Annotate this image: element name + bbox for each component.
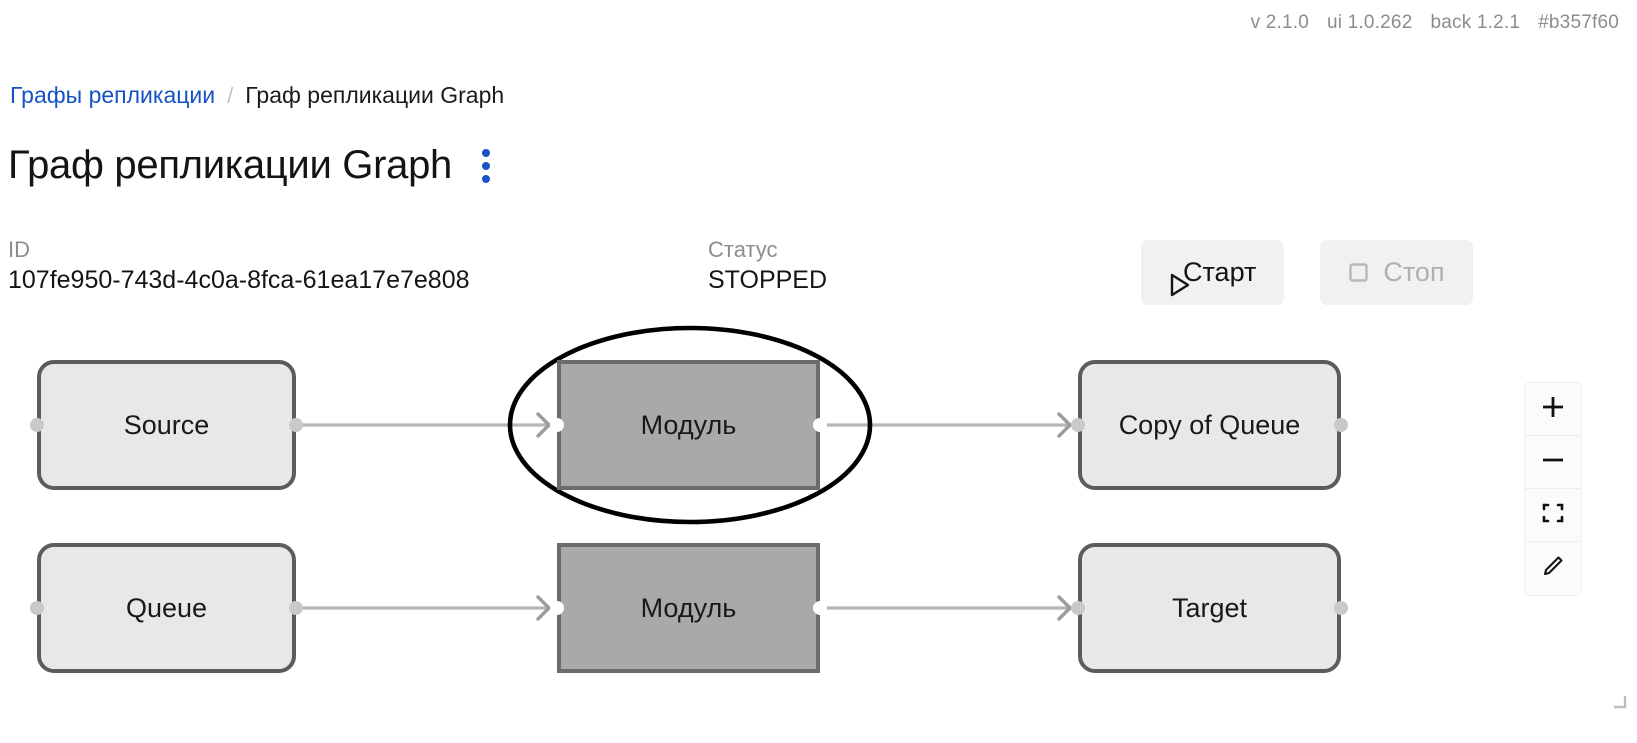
- node-handle-left[interactable]: [550, 601, 564, 615]
- edge-arrowhead: [536, 595, 551, 621]
- status-badge: STOPPED: [708, 266, 828, 295]
- edge-arrowhead: [536, 412, 551, 438]
- node-handle-right[interactable]: [1334, 418, 1348, 432]
- canvas-resize-handle-icon[interactable]: [1611, 694, 1627, 710]
- action-buttons: Старт Стоп: [1141, 240, 1473, 305]
- meta-id: ID 107fe950-743d-4c0a-8fca-61ea17e7e808: [8, 237, 708, 295]
- graph-node-queue[interactable]: Queue: [30, 543, 303, 673]
- node-handle-right[interactable]: [813, 601, 827, 615]
- meta-status-label: Статус: [708, 237, 778, 262]
- start-button[interactable]: Старт: [1141, 240, 1285, 305]
- graph-node-label: Source: [123, 409, 210, 440]
- graph-node-label: Модуль: [640, 409, 737, 440]
- version-backend: back 1.2.1: [1430, 12, 1521, 33]
- stop-button[interactable]: Стоп: [1320, 240, 1473, 305]
- node-handle-right[interactable]: [813, 418, 827, 432]
- meta-status: Статус STOPPED: [708, 237, 827, 295]
- node-handle-left[interactable]: [1071, 601, 1085, 615]
- page-header: Граф репликации Graph: [8, 143, 498, 188]
- plus-icon: [1540, 394, 1566, 425]
- node-handle-left[interactable]: [1071, 418, 1085, 432]
- breadcrumb-separator: /: [227, 83, 234, 108]
- node-handle-left[interactable]: [30, 418, 44, 432]
- minus-icon: [1540, 447, 1566, 478]
- graph-node-source[interactable]: Source: [30, 360, 303, 490]
- edge-arrowhead: [1057, 595, 1072, 621]
- meta-id-label: ID: [8, 237, 30, 262]
- version-info-bar: v 2.1.0 ui 1.0.262 back 1.2.1 #b357f60: [1251, 12, 1619, 34]
- graph-meta: ID 107fe950-743d-4c0a-8fca-61ea17e7e808 …: [8, 237, 827, 295]
- edge-arrowhead: [1057, 412, 1072, 438]
- graph-node-module-bottom[interactable]: Модуль: [550, 543, 827, 673]
- version-commit-hash: #b357f60: [1538, 12, 1619, 33]
- graph-node-label: Copy of Queue: [1118, 409, 1301, 440]
- stop-button-label: Стоп: [1383, 257, 1445, 287]
- version-app: v 2.1.0: [1250, 12, 1309, 33]
- kebab-menu-icon[interactable]: [474, 145, 498, 187]
- graph-node-module-top[interactable]: Модуль: [550, 360, 827, 490]
- stop-square-icon: [1348, 262, 1369, 283]
- page-title: Граф репликации Graph: [8, 143, 452, 187]
- graph-node-label: Queue: [125, 592, 208, 623]
- graph-node-copy-of-queue[interactable]: Copy of Queue: [1071, 360, 1348, 490]
- version-ui: ui 1.0.262: [1327, 12, 1413, 33]
- node-handle-right[interactable]: [289, 601, 303, 615]
- edit-button[interactable]: [1525, 542, 1581, 595]
- graph-node-label: Target: [1171, 592, 1248, 623]
- zoom-in-button[interactable]: [1525, 383, 1581, 436]
- zoom-controls-panel: [1525, 383, 1581, 595]
- fit-view-button[interactable]: [1525, 489, 1581, 542]
- pencil-icon: [1541, 554, 1565, 583]
- node-handle-right[interactable]: [1334, 601, 1348, 615]
- start-button-label: Старт: [1183, 257, 1257, 287]
- zoom-out-button[interactable]: [1525, 436, 1581, 489]
- node-handle-left[interactable]: [30, 601, 44, 615]
- graph-node-label: Модуль: [640, 592, 737, 623]
- fit-view-icon: [1541, 501, 1565, 530]
- graph-node-target[interactable]: Target: [1071, 543, 1348, 673]
- breadcrumb-current: Граф репликации Graph: [245, 82, 505, 108]
- breadcrumb: Графы репликации / Граф репликации Graph: [10, 82, 504, 109]
- meta-id-value: 107fe950-743d-4c0a-8fca-61ea17e7e808: [8, 266, 470, 295]
- graph-canvas[interactable]: Source Модуль Copy of Queue Queue Модуль…: [0, 318, 1637, 743]
- node-handle-left[interactable]: [550, 418, 564, 432]
- node-handle-right[interactable]: [289, 418, 303, 432]
- breadcrumb-link-replication-graphs[interactable]: Графы репликации: [10, 82, 216, 108]
